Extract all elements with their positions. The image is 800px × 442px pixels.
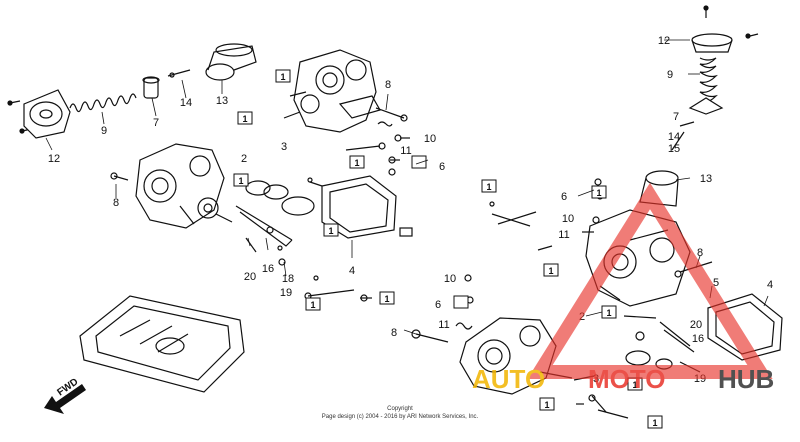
callout-label: 12 <box>48 153 60 165</box>
callout-label: 14 <box>180 97 192 109</box>
callout-label: 19 <box>280 287 292 299</box>
carburetor-body <box>135 143 233 229</box>
vacuum-piston <box>142 76 160 99</box>
callout-label: 6 <box>439 161 445 173</box>
callout-box-1: 1 <box>652 418 657 428</box>
callout-box-1: 1 <box>548 266 553 276</box>
callout-label: 5 <box>713 277 719 289</box>
callout-label: 14 <box>668 131 680 143</box>
callout-label: 13 <box>216 95 228 107</box>
callout-box-1: 1 <box>486 182 491 192</box>
callout-label: 6 <box>435 299 441 311</box>
watermark-auto: AUTO <box>472 364 545 394</box>
float-chamber <box>321 175 413 239</box>
callout-box-1: 1 <box>242 114 247 124</box>
callout-label: 4 <box>767 279 773 291</box>
callout-label: 8 <box>697 247 703 259</box>
callout-label: 11 <box>400 145 411 157</box>
callout-label: 18 <box>282 273 294 285</box>
callout-label: 10 <box>424 133 436 145</box>
callout-box-1: 1 <box>596 188 601 198</box>
intake-insulator <box>205 43 257 81</box>
callout-label: 8 <box>385 79 391 91</box>
air-cleaner-case <box>79 295 245 393</box>
callout-label: 15 <box>668 143 680 155</box>
callout-label: 10 <box>444 273 456 285</box>
callout-box-1: 1 <box>280 72 285 82</box>
carburetor-body <box>283 49 381 133</box>
diaphragm-cover <box>23 89 71 139</box>
callout-label: 20 <box>690 319 702 331</box>
callout-box-1: 1 <box>384 294 389 304</box>
callout-label: 10 <box>562 213 574 225</box>
callout-label: 6 <box>561 191 567 203</box>
jet-needle <box>167 69 191 77</box>
callout-label: 9 <box>667 69 673 81</box>
callout-box-1: 1 <box>632 380 637 390</box>
spring <box>699 57 718 103</box>
callout-box-1: 1 <box>310 300 315 310</box>
watermark-hub: HUB <box>718 364 774 394</box>
spring <box>69 93 137 113</box>
watermark-moto: MOTO <box>588 364 666 394</box>
callout-label: 12 <box>658 35 670 47</box>
callout-label: 11 <box>558 229 569 241</box>
watermark-logo: AUTO MOTO HUB <box>472 182 774 394</box>
callout-label: 7 <box>153 117 159 129</box>
copyright-notice: Page design (c) 2004 - 2016 by ARI Netwo… <box>321 414 479 420</box>
callout-label: 16 <box>692 333 704 345</box>
callout-box-1: 1 <box>354 158 359 168</box>
copyright-title: Copyright <box>387 406 413 412</box>
callout-label: 16 <box>262 263 274 275</box>
callout-label: 4 <box>349 265 355 277</box>
callout-label: 2 <box>241 153 247 165</box>
callout-label: 8 <box>391 327 397 339</box>
callout-box-1: 1 <box>238 176 243 186</box>
callout-label: 11 <box>438 319 449 331</box>
callout-box-1: 1 <box>606 308 611 318</box>
callout-label: 3 <box>281 141 287 153</box>
callout-label: 7 <box>673 111 679 123</box>
callout-label: 9 <box>101 125 107 137</box>
callout-label: 8 <box>113 197 119 209</box>
callout-label: 13 <box>700 173 712 185</box>
callout-label: 20 <box>244 271 256 283</box>
callout-box-1: 1 <box>328 226 333 236</box>
screw <box>7 100 21 106</box>
callout-box-1: 1 <box>544 400 549 410</box>
